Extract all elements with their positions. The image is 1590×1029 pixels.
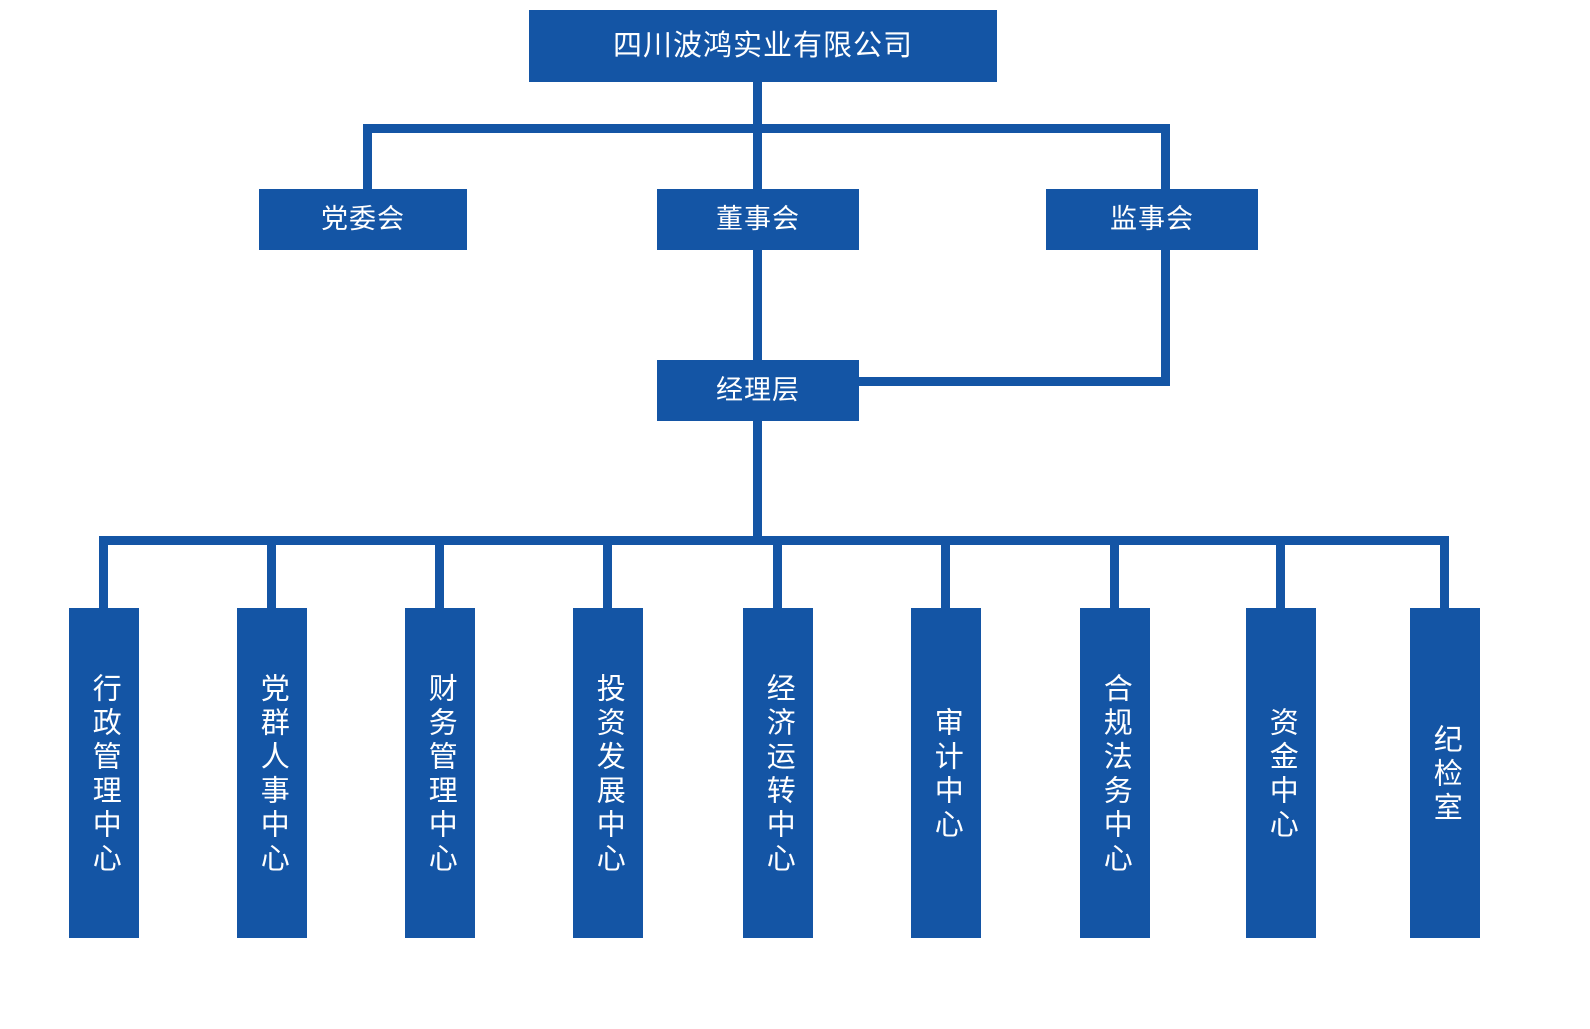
connector-drop-dept-8 xyxy=(1276,536,1285,608)
node-dept-investment-development-center[interactable]: 投资发展中心 xyxy=(573,608,643,938)
node-dept-party-affairs-hr-center-label: 党群人事中心 xyxy=(256,673,289,877)
node-dept-administration-center-label: 行政管理中心 xyxy=(88,673,121,877)
node-dept-administration-center[interactable]: 行政管理中心 xyxy=(69,608,139,938)
node-dept-compliance-legal-center[interactable]: 合规法务中心 xyxy=(1080,608,1150,938)
node-dept-investment-development-center-label: 投资发展中心 xyxy=(592,673,625,877)
node-dept-capital-center[interactable]: 资金中心 xyxy=(1246,608,1316,938)
connector-management-stem xyxy=(753,421,762,540)
connector-supervisors-to-management xyxy=(859,377,1170,386)
connector-drop-dept-3 xyxy=(435,536,444,608)
node-board-of-supervisors-label: 监事会 xyxy=(1110,204,1194,235)
node-dept-economic-operations-center-label: 经济运转中心 xyxy=(762,673,795,877)
connector-drop-dept-9 xyxy=(1440,536,1449,608)
node-root-company[interactable]: 四川波鸿实业有限公司 xyxy=(529,10,997,82)
connector-drop-dept-6 xyxy=(941,536,950,608)
node-dept-economic-operations-center[interactable]: 经济运转中心 xyxy=(743,608,813,938)
node-party-committee-label: 党委会 xyxy=(321,204,405,235)
node-board-of-directors[interactable]: 董事会 xyxy=(657,189,859,250)
connector-drop-board-of-supervisors xyxy=(1161,124,1170,189)
connector-drop-dept-4 xyxy=(603,536,612,608)
node-dept-compliance-legal-center-label: 合规法务中心 xyxy=(1099,673,1132,877)
connector-drop-dept-5 xyxy=(773,536,782,608)
connector-drop-dept-2 xyxy=(267,536,276,608)
node-root-company-label: 四川波鸿实业有限公司 xyxy=(612,29,913,62)
node-board-of-directors-label: 董事会 xyxy=(716,204,800,235)
node-management-layer-label: 经理层 xyxy=(716,375,800,406)
connector-directors-to-management xyxy=(753,250,762,360)
node-management-layer[interactable]: 经理层 xyxy=(657,360,859,421)
connector-drop-dept-7 xyxy=(1110,536,1119,608)
node-dept-capital-center-label: 资金中心 xyxy=(1265,707,1298,843)
node-dept-finance-management-center[interactable]: 财务管理中心 xyxy=(405,608,475,938)
connector-root-stem xyxy=(753,82,762,128)
node-dept-audit-center-label: 审计中心 xyxy=(930,707,963,843)
connector-governance-bus xyxy=(363,124,1170,133)
connector-supervisors-drop xyxy=(1161,250,1170,386)
connector-drop-party-committee xyxy=(363,124,372,189)
node-dept-discipline-inspection-office-label: 纪检室 xyxy=(1429,724,1462,826)
node-board-of-supervisors[interactable]: 监事会 xyxy=(1046,189,1258,250)
node-party-committee[interactable]: 党委会 xyxy=(259,189,467,250)
node-dept-finance-management-center-label: 财务管理中心 xyxy=(424,673,457,877)
connector-drop-dept-1 xyxy=(99,536,108,608)
node-dept-audit-center[interactable]: 审计中心 xyxy=(911,608,981,938)
node-dept-discipline-inspection-office[interactable]: 纪检室 xyxy=(1410,608,1480,938)
connector-drop-board-of-directors xyxy=(753,124,762,189)
node-dept-party-affairs-hr-center[interactable]: 党群人事中心 xyxy=(237,608,307,938)
